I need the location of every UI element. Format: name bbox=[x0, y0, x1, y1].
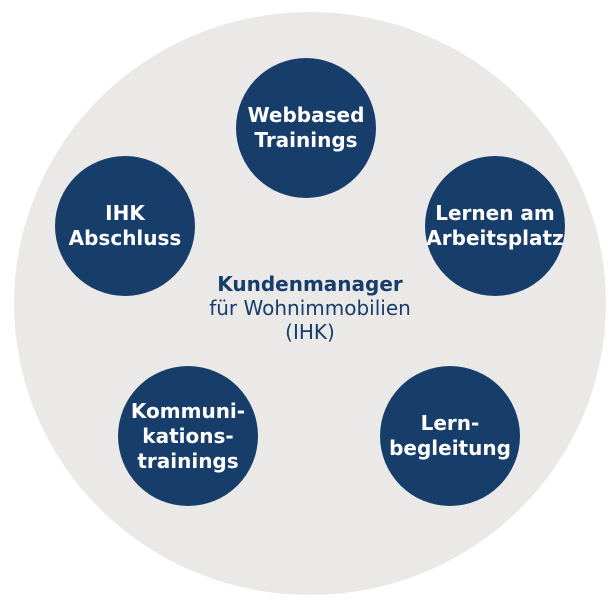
node-label-line: Webbased bbox=[247, 103, 365, 127]
node-label-line: Abschluss bbox=[68, 226, 182, 250]
center-label: Kundenmanager für Wohnimmobilien (IHK) bbox=[160, 272, 460, 344]
center-subtitle: für Wohnimmobilien bbox=[209, 296, 411, 320]
node-label-line: Trainings bbox=[254, 128, 358, 152]
center-title: Kundenmanager bbox=[217, 272, 403, 296]
node-webbased-trainings: Webbased Trainings bbox=[236, 58, 376, 198]
node-label-line: trainings bbox=[137, 448, 239, 473]
node-ihk-abschluss: IHK Abschluss bbox=[55, 156, 195, 296]
node-label-line: Lernen am bbox=[435, 201, 555, 225]
node-lernen-am-arbeitsplatz: Lernen am Arbeitsplatz bbox=[425, 156, 565, 296]
node-label-line: Kommuni- bbox=[130, 398, 246, 423]
node-label-line: IHK bbox=[105, 201, 145, 225]
center-qualifier: (IHK) bbox=[285, 320, 335, 344]
node-kommunikationstrainings: Kommuni- kations- trainings bbox=[118, 366, 258, 506]
node-label-line: Lern- bbox=[420, 411, 480, 435]
node-label-line: begleitung bbox=[389, 436, 511, 460]
node-label-line: Arbeitsplatz bbox=[426, 226, 564, 250]
node-lernbegleitung: Lern- begleitung bbox=[380, 366, 520, 506]
node-label-line: kations- bbox=[142, 423, 234, 448]
